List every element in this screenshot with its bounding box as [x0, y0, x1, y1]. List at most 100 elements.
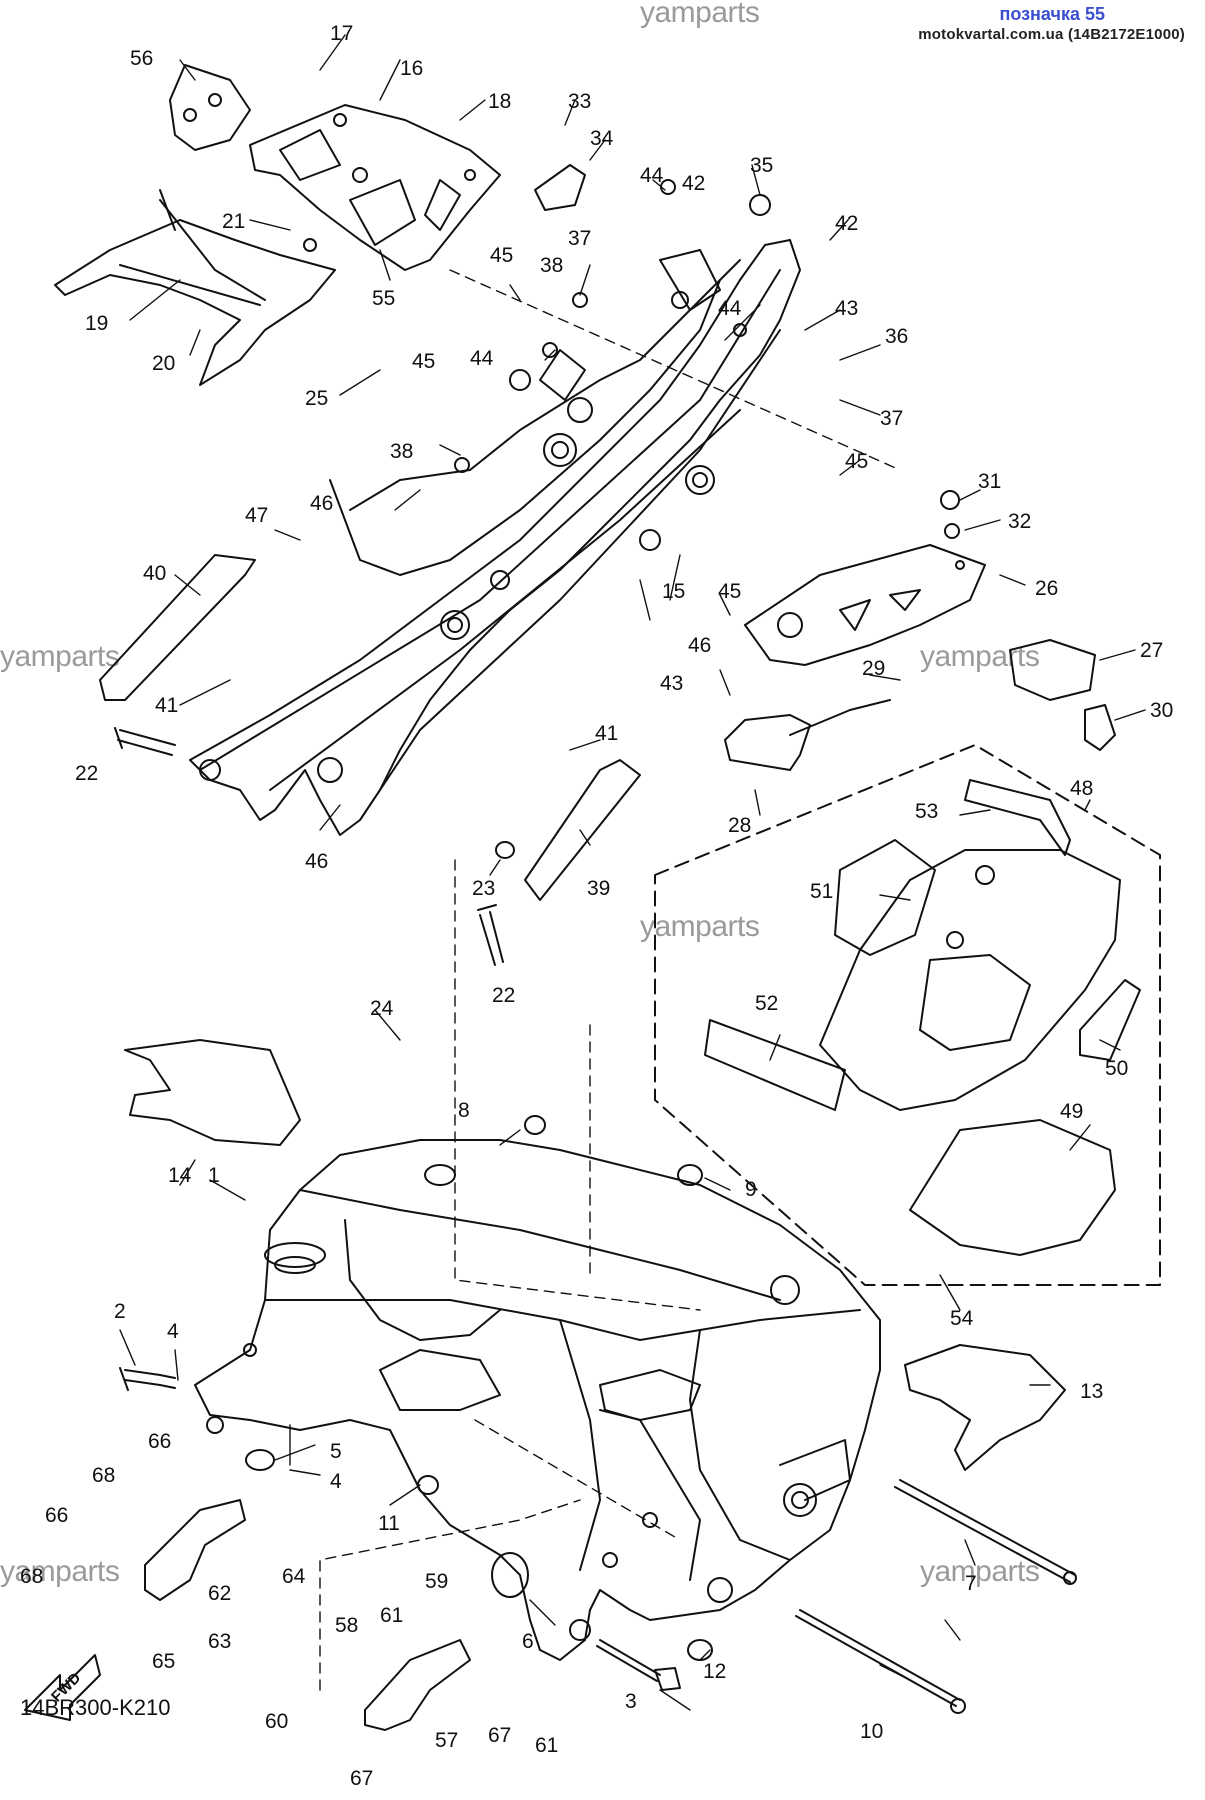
callout: 41: [595, 722, 618, 745]
callout: 62: [208, 1582, 231, 1605]
callout: 20: [152, 352, 175, 375]
part-14-guard: [124, 1039, 301, 1146]
callout: 1: [208, 1164, 220, 1187]
callout: 51: [810, 880, 833, 903]
callout: 14: [168, 1164, 192, 1187]
watermark: yamparts: [0, 1555, 120, 1588]
callout: 46: [305, 850, 328, 873]
callout: 45: [490, 244, 513, 267]
part-38-washer: [454, 457, 470, 473]
callout: 12: [703, 1660, 726, 1683]
callout: 65: [152, 1650, 175, 1673]
callout: 38: [390, 440, 413, 463]
callout: 19: [85, 312, 108, 335]
callout: 7: [965, 1572, 977, 1595]
callout: 29: [862, 657, 885, 680]
part-34-plate: [534, 164, 586, 211]
group-48-boundary: [654, 744, 1161, 1286]
watermark: yamparts: [920, 640, 1040, 673]
fwd-arrow: [24, 1654, 101, 1721]
callout: 6: [522, 1630, 534, 1653]
callout: 18: [488, 90, 511, 113]
source-reference: motokvartal.com.ua (14B2172E1000): [918, 26, 1185, 43]
part-31-bolt: [940, 490, 960, 510]
callout: 33: [568, 90, 591, 113]
callout: 46: [310, 492, 333, 515]
callout: 32: [1008, 510, 1031, 533]
callout: 67: [350, 1767, 373, 1790]
callout: 22: [492, 984, 515, 1007]
part-7-shaft: [894, 1479, 1077, 1585]
part-51-panel: [834, 839, 936, 956]
part-19-stay: [54, 189, 336, 386]
callout: 38: [540, 254, 563, 277]
connector-lines: [319, 269, 901, 1691]
callout: 44: [718, 297, 742, 320]
callout: 36: [885, 325, 908, 348]
callout: 34: [590, 127, 614, 150]
callout: 66: [45, 1504, 68, 1527]
callout: 66: [148, 1430, 171, 1453]
callout: 30: [1150, 699, 1173, 722]
callout: 4: [330, 1470, 342, 1493]
callout: 22: [75, 762, 98, 785]
page-badge[interactable]: позначка 55: [999, 4, 1105, 24]
callout: 41: [155, 694, 178, 717]
callout: 40: [143, 562, 166, 585]
callout: 52: [755, 992, 778, 1015]
callout: 43: [835, 297, 858, 320]
part-53-strip: [964, 779, 1071, 856]
part-32-nut: [944, 523, 960, 539]
callout: 4: [167, 1320, 179, 1343]
callout: 10: [860, 1720, 883, 1743]
part-49-panel: [909, 1119, 1116, 1256]
callout: 42: [835, 212, 858, 235]
callout: 42: [682, 172, 705, 195]
part-28-cover: [724, 699, 891, 771]
callout: 44: [640, 164, 664, 187]
callout: 16: [400, 57, 423, 80]
callout: 59: [425, 1570, 448, 1593]
callout: 15: [662, 580, 685, 603]
part-8-bolt: [524, 1115, 546, 1135]
part-50-panel: [1079, 979, 1141, 1061]
callout: 31: [978, 470, 1001, 493]
part-55-clip: [349, 179, 416, 246]
callout: 26: [1035, 577, 1058, 600]
callout: 13: [1080, 1380, 1103, 1403]
callout: 53: [915, 800, 938, 823]
part-22-bolt: [114, 727, 176, 756]
callout: 9: [745, 1178, 757, 1201]
part-35-grommet: [749, 194, 771, 216]
callout: 35: [750, 154, 773, 177]
callout: 3: [625, 1690, 637, 1713]
part-62-bracket: [144, 1499, 246, 1601]
part-10-shaft: [795, 1609, 966, 1714]
part-2-bolt: [119, 1367, 176, 1391]
diagram-code: 14BR300-K210: [20, 1695, 171, 1720]
callout: 61: [380, 1604, 403, 1627]
callout: 57: [435, 1729, 458, 1752]
callout: 11: [378, 1512, 400, 1535]
part-12-nut: [687, 1639, 713, 1661]
part-9-clip: [677, 1164, 703, 1186]
part-1-main-frame: [194, 1139, 881, 1661]
part-6-bushing: [491, 1552, 529, 1598]
part-23-cap: [495, 841, 515, 859]
callout: 45: [845, 450, 868, 473]
callout: 63: [208, 1630, 231, 1653]
callout: 8: [458, 1099, 470, 1122]
callout: 24: [370, 997, 394, 1020]
part-11-nut: [417, 1475, 439, 1495]
part-26-bracket: [744, 544, 986, 666]
callout: 54: [950, 1307, 974, 1330]
part-56-bracket: [169, 64, 251, 151]
callout: 43: [660, 672, 683, 695]
callout: 45: [412, 350, 435, 373]
callout: 21: [222, 210, 245, 233]
callout: 49: [1060, 1100, 1083, 1123]
callout: 28: [728, 814, 751, 837]
callout: 64: [282, 1565, 306, 1588]
